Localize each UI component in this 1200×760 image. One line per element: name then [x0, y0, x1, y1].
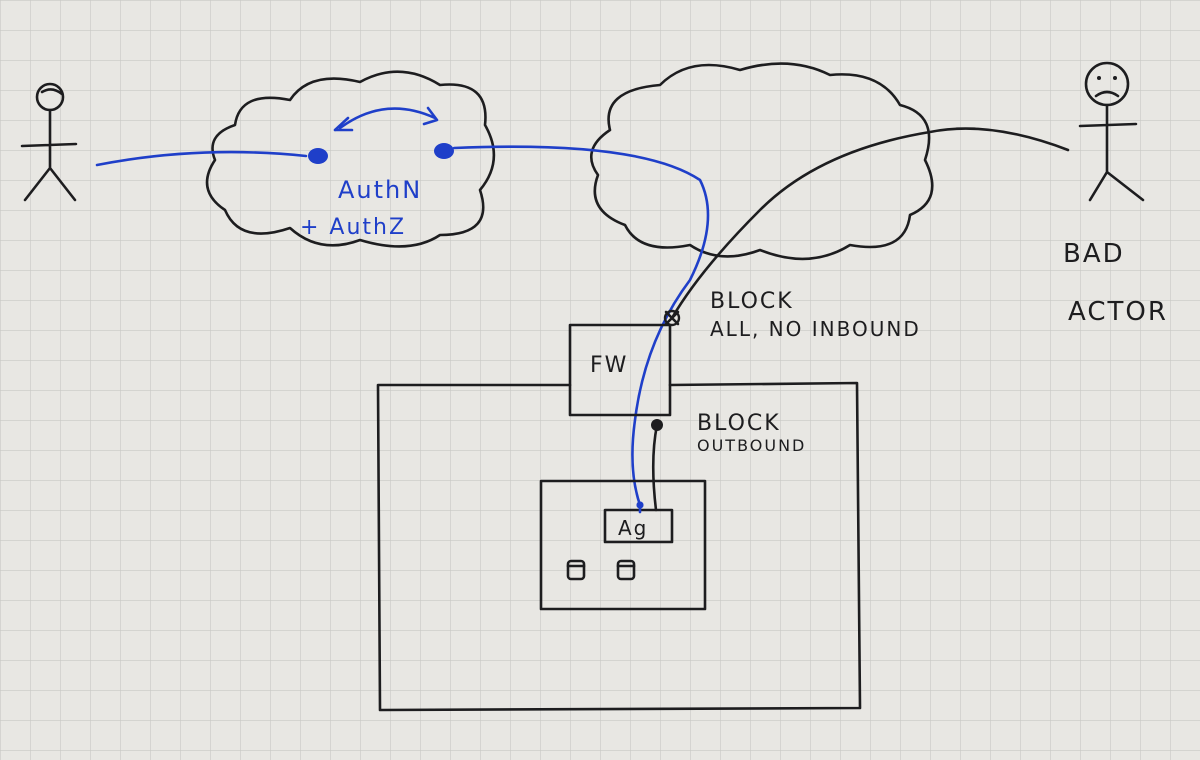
private-network-box — [376, 381, 862, 712]
block-outbound-label-line2: OUTBOUND — [697, 436, 806, 455]
authn-label: AuthN — [338, 176, 422, 204]
user-connection-line — [95, 150, 308, 167]
bad-actor-stick-figure — [1078, 61, 1145, 202]
database-icon — [566, 559, 586, 581]
double-arrow — [338, 107, 437, 130]
blocked-outbound-marker — [651, 419, 663, 431]
subnet-box — [539, 479, 707, 611]
auth-node-right — [434, 143, 454, 159]
agent-label: Ag — [618, 516, 648, 540]
bad-actor-label-line1: BAD — [1063, 239, 1125, 269]
authz-label: + AuthZ — [300, 215, 406, 240]
outbound-connection-line — [651, 423, 659, 512]
auth-cloud — [205, 70, 496, 248]
block-outbound-label-line1: BLOCK — [697, 411, 781, 436]
firewall-label: FW — [590, 353, 628, 378]
user-stick-figure — [20, 82, 78, 202]
agent-box — [603, 508, 674, 544]
bad-actor-label-line2: ACTOR — [1068, 297, 1168, 327]
block-all-label-line2: ALL, NO INBOUND — [710, 317, 921, 341]
authorized-connection-line — [452, 145, 710, 507]
database-icon — [616, 559, 636, 581]
bad-actor-connection-line — [670, 127, 1070, 320]
auth-node-left — [308, 148, 328, 164]
internet-cloud — [589, 62, 934, 261]
block-all-label-line1: BLOCK — [710, 289, 794, 314]
firewall-box — [568, 323, 672, 417]
blocked-inbound-marker — [663, 309, 681, 327]
